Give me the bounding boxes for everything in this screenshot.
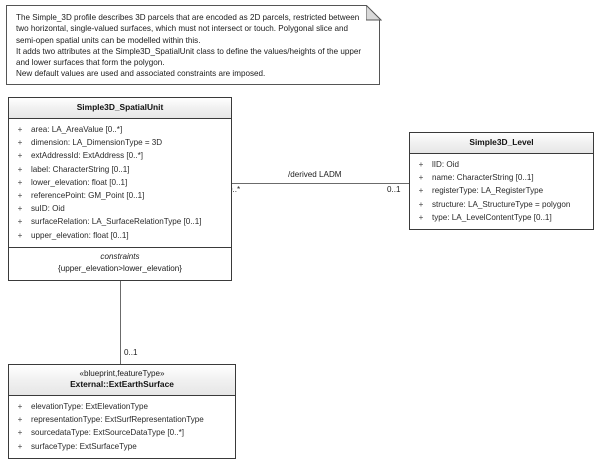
attribute-visibility: + <box>17 125 23 134</box>
attribute-visibility: + <box>418 199 424 209</box>
attribute-visibility: + <box>17 191 23 201</box>
attribute-visibility: + <box>17 428 23 438</box>
attribute-row: + surfaceRelation: LA_SurfaceRelationTyp… <box>9 215 231 228</box>
attribute-compartment-spatialunit: + area: LA_AreaValue [0..*] + dimension:… <box>9 119 231 247</box>
attribute-row: + lID: Oid <box>410 158 593 171</box>
attribute-row: + representationType: ExtSurfRepresentat… <box>9 413 235 426</box>
attribute-signature: referencePoint: GM_Point [0..1] <box>31 191 145 201</box>
attribute-visibility: + <box>17 164 23 174</box>
profile-description-note-text: The Simple_3D profile describes 3D parce… <box>16 13 362 79</box>
attribute-visibility: + <box>418 160 424 169</box>
class-title-spatialunit: Simple3D_SpatialUnit <box>76 102 164 112</box>
attribute-row: + dimension: LA_DimensionType = 3D <box>9 136 231 149</box>
attribute-visibility: + <box>17 217 23 227</box>
constraints-body: {upper_elevation>lower_elevation} <box>58 263 182 273</box>
association-derived-ladm-line <box>232 183 409 184</box>
attribute-row: + registerType: LA_RegisterType <box>410 184 593 197</box>
association-surface-line <box>120 256 121 364</box>
constraints-compartment-spatialunit: constraints {upper_elevation>lower_eleva… <box>9 246 231 280</box>
constraints-title: constraints <box>100 251 140 261</box>
attribute-visibility: + <box>17 415 23 425</box>
multiplicity-surface-target: 0..1 <box>124 348 138 357</box>
attribute-signature: label: CharacterString [0..1] <box>31 164 130 174</box>
attribute-row: + referencePoint: GM_Point [0..1] <box>9 189 231 202</box>
attribute-visibility: + <box>17 138 23 148</box>
attribute-signature: area: LA_AreaValue [0..*] <box>31 125 123 134</box>
attribute-signature: suID: Oid <box>31 204 65 214</box>
attribute-signature: lower_elevation: float [0..1] <box>31 177 128 187</box>
attribute-row: + suID: Oid <box>9 202 231 215</box>
attribute-signature: representationType: ExtSurfRepresentatio… <box>31 415 204 425</box>
class-simple3d-spatialunit[interactable]: Simple3D_SpatialUnit + area: LA_AreaValu… <box>8 97 232 281</box>
attribute-signature: surfaceRelation: LA_SurfaceRelationType … <box>31 217 202 227</box>
attribute-signature: sourcedataType: ExtSourceDataType [0..*] <box>31 428 184 438</box>
attribute-signature: lID: Oid <box>432 160 459 169</box>
attribute-visibility: + <box>17 230 23 240</box>
attribute-row: + surfaceType: ExtSurfaceType <box>9 440 235 453</box>
attribute-visibility: + <box>17 402 23 411</box>
profile-description-note: The Simple_3D profile describes 3D parce… <box>6 5 380 85</box>
attribute-row: + upper_elevation: float [0..1] <box>9 229 231 242</box>
class-title-earthsurface: External::ExtEarthSurface <box>70 379 174 389</box>
attribute-signature: dimension: LA_DimensionType = 3D <box>31 138 163 148</box>
attribute-visibility: + <box>418 186 424 196</box>
attribute-signature: extAddressId: ExtAddress [0..*] <box>31 151 144 161</box>
attribute-row: + elevationType: ExtElevationType <box>9 400 235 413</box>
attribute-row: + lower_elevation: float [0..1] <box>9 176 231 189</box>
attribute-visibility: + <box>17 441 23 451</box>
attribute-signature: upper_elevation: float [0..1] <box>31 230 129 240</box>
attribute-visibility: + <box>418 173 424 183</box>
class-simple3d-level[interactable]: Simple3D_Level + lID: Oid + name: Charac… <box>409 132 594 231</box>
attribute-row: + type: LA_LevelContentType [0..1] <box>410 211 593 224</box>
attribute-signature: surfaceType: ExtSurfaceType <box>31 441 137 451</box>
attribute-signature: elevationType: ExtElevationType <box>31 402 148 411</box>
attribute-visibility: + <box>418 212 424 222</box>
attribute-compartment-level: + lID: Oid + name: CharacterString [0..1… <box>410 154 593 230</box>
attribute-row: + structure: LA_StructureType = polygon <box>410 198 593 211</box>
class-ext-earth-surface[interactable]: «blueprint,featureType» External::ExtEar… <box>8 364 236 459</box>
attribute-signature: name: CharacterString [0..1] <box>432 173 534 183</box>
class-header-earthsurface: «blueprint,featureType» External::ExtEar… <box>9 365 235 396</box>
class-header-level: Simple3D_Level <box>410 133 593 154</box>
attribute-visibility: + <box>17 177 23 187</box>
association-derived-ladm-label: /derived LADM <box>288 170 342 179</box>
attribute-signature: structure: LA_StructureType = polygon <box>432 199 571 209</box>
attribute-row: + label: CharacterString [0..1] <box>9 163 231 176</box>
attribute-compartment-earthsurface: + elevationType: ExtElevationType + repr… <box>9 396 235 458</box>
class-header-spatialunit: Simple3D_SpatialUnit <box>9 98 231 119</box>
multiplicity-level-end: 0..1 <box>387 185 401 194</box>
attribute-row: + sourcedataType: ExtSourceDataType [0..… <box>9 426 235 439</box>
attribute-visibility: + <box>17 151 23 161</box>
class-stereotype-earthsurface: «blueprint,featureType» <box>79 369 165 378</box>
attribute-signature: type: LA_LevelContentType [0..1] <box>432 212 552 222</box>
attribute-row: + name: CharacterString [0..1] <box>410 171 593 184</box>
class-title-level: Simple3D_Level <box>469 137 534 147</box>
attribute-signature: registerType: LA_RegisterType <box>432 186 544 196</box>
attribute-row: + extAddressId: ExtAddress [0..*] <box>9 149 231 162</box>
attribute-visibility: + <box>17 204 23 214</box>
multiplicity-spatialunit-end: 0..* <box>228 185 241 194</box>
attribute-row: + area: LA_AreaValue [0..*] <box>9 123 231 136</box>
